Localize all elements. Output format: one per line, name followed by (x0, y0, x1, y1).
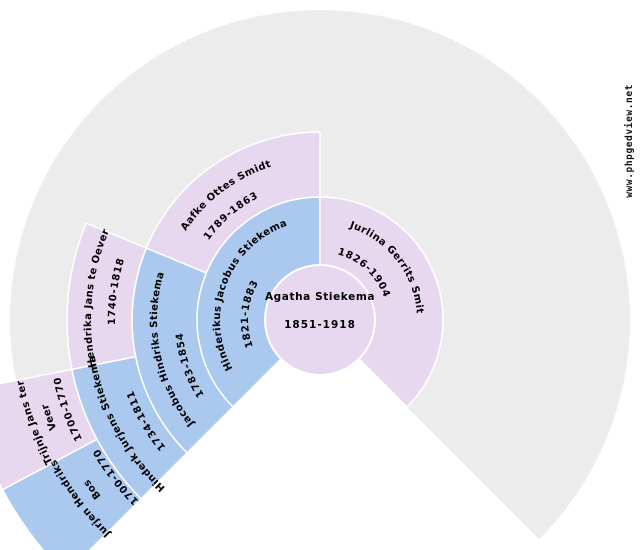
fan-sector-aafke-ottes-smidt[interactable] (145, 131, 321, 274)
watermark: www.phpgedview.net (624, 84, 635, 198)
center-person-dates: 1851-1918 (284, 319, 356, 331)
center-person-name: Agatha Stiekema (265, 291, 375, 303)
fan-sector-hendrika-jans-te-oever[interactable] (66, 222, 148, 371)
fan-sector-trijnje-jans-ter-veer[interactable] (0, 368, 98, 491)
center-person-disc[interactable] (264, 264, 376, 376)
